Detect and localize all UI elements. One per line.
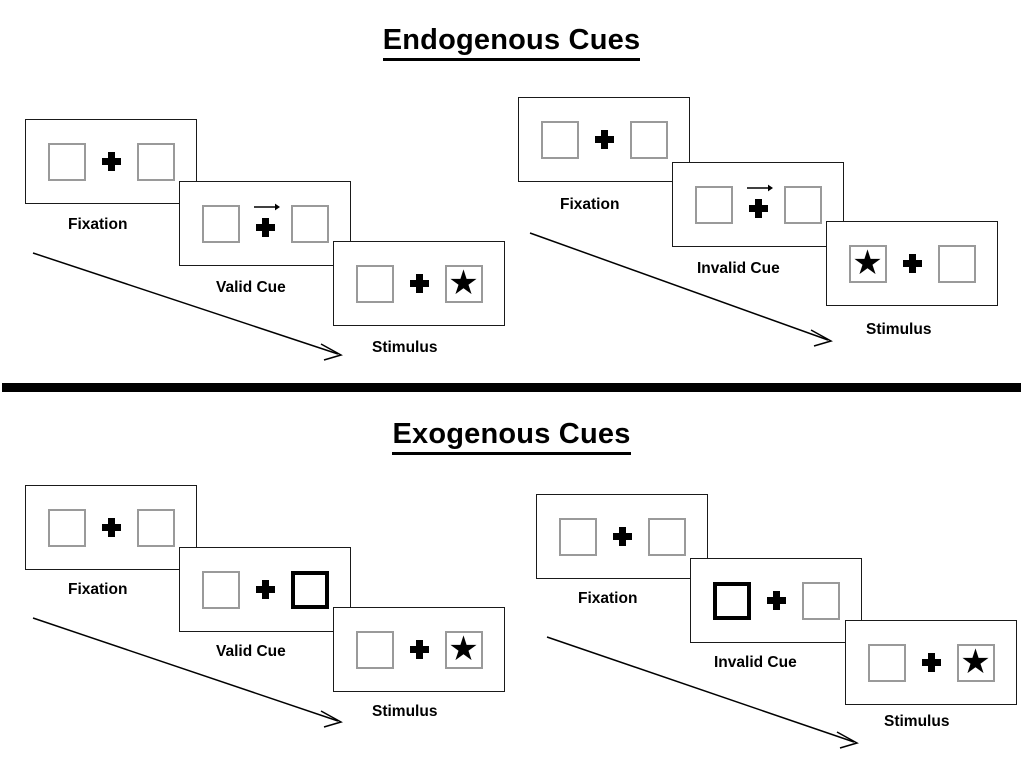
fixation-cross-icon [766,591,786,610]
frame-caption-fixation: Fixation [68,216,128,233]
frame-caption-stimulus: Stimulus [884,713,950,730]
frame-caption-cue: Invalid Cue [697,260,780,277]
arrow-right-icon [746,184,773,192]
stimulus-box-right [783,185,822,224]
stimulus-box-left [540,120,579,159]
trial-frame-stimulus: ★ [333,241,505,326]
stimulus-box-left [47,508,86,547]
trial-frame-fixation [536,494,708,579]
frame-caption-fixation: Fixation [578,590,638,607]
frame-caption-stimulus: Stimulus [372,339,438,356]
stimulus-box-left [558,517,597,556]
section-title-exogenous-text: Exogenous Cues [392,418,631,455]
trial-frame-cue [179,547,351,632]
star-icon: ★ [448,263,479,302]
fixation-cross-icon [921,653,941,672]
frame-caption-fixation: Fixation [68,581,128,598]
trial-frame-cue [672,162,844,247]
time-sequence-arrow [32,617,343,728]
stimulus-box-left [47,142,86,181]
stimulus-box-right [647,517,686,556]
stimulus-box-right: ★ [444,263,483,303]
time-sequence-arrow [529,232,833,347]
stimulus-box-left [355,264,394,303]
stimulus-box-left-cued [712,581,751,620]
frame-caption-fixation: Fixation [560,196,620,213]
fixation-cross-icon [612,527,632,546]
trial-frame-stimulus: ★ [333,607,505,692]
stimulus-box-right [937,244,976,283]
fixation-cross-icon [594,130,614,149]
stimulus-box-right [136,142,175,181]
star-icon: ★ [448,629,479,668]
frame-caption-cue: Valid Cue [216,279,286,296]
trial-frame-stimulus: ★ [826,221,998,306]
fixation-cross-icon [748,199,768,218]
stimulus-box-right [629,120,668,159]
fixation-cross-icon [902,254,922,273]
trial-frame-stimulus: ★ [845,620,1017,705]
frame-caption-stimulus: Stimulus [372,703,438,720]
fixation-cross-icon [255,218,275,237]
section-title-endogenous-text: Endogenous Cues [382,24,641,61]
arrow-right-icon [253,203,280,211]
stimulus-box-right-cued [290,570,329,609]
star-icon: ★ [960,642,991,681]
stimulus-box-left [867,643,906,682]
trial-frame-fixation [518,97,690,182]
section-divider [2,383,1021,392]
fixation-cross-icon [255,580,275,599]
fixation-cross-icon [409,640,429,659]
stimulus-box-right: ★ [956,642,995,682]
stimulus-box-right [136,508,175,547]
frame-caption-stimulus: Stimulus [866,321,932,338]
section-title-exogenous: Exogenous Cues [0,418,1023,455]
stimulus-box-right [290,204,329,243]
trial-frame-cue [179,181,351,266]
stimulus-box-left: ★ [848,243,887,283]
cue-arrow-group [253,203,280,237]
cue-arrow-group [746,184,773,218]
stimulus-box-left [201,204,240,243]
time-sequence-arrow [32,252,343,361]
stimulus-box-right [801,581,840,620]
time-sequence-arrow [546,636,859,749]
stimulus-box-left [201,570,240,609]
star-icon: ★ [852,243,883,282]
frame-caption-cue: Invalid Cue [714,654,797,671]
fixation-cross-icon [101,518,121,537]
fixation-cross-icon [101,152,121,171]
stimulus-box-left [355,630,394,669]
trial-frame-fixation [25,119,197,204]
trial-frame-cue [690,558,862,643]
section-title-endogenous: Endogenous Cues [0,24,1023,61]
trial-frame-fixation [25,485,197,570]
stimulus-box-left [694,185,733,224]
stimulus-box-right: ★ [444,629,483,669]
fixation-cross-icon [409,274,429,293]
frame-caption-cue: Valid Cue [216,643,286,660]
